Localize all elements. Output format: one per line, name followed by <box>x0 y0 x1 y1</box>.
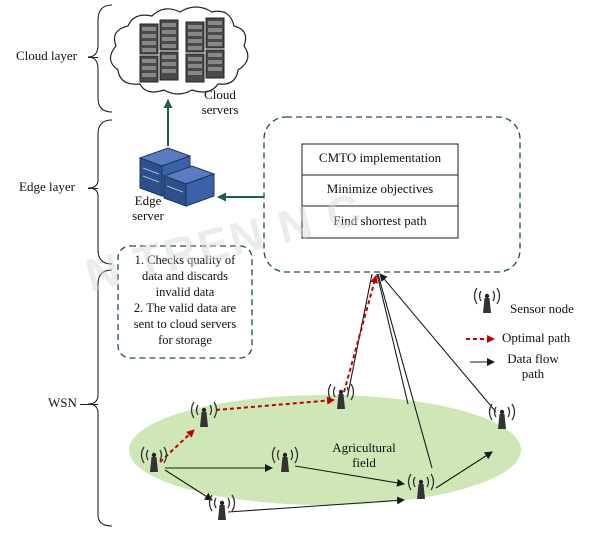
edge-note-text: 1. Checks quality of data and discards i… <box>133 253 237 347</box>
cmto-step-box <box>301 143 459 176</box>
edge-layer-label: Edge layer <box>19 179 75 194</box>
legend-flow-label: Data flow path <box>507 351 559 381</box>
cmto-implementation-label: CMTO implementation <box>318 150 442 165</box>
cloud-layer-tick <box>88 57 98 58</box>
optimal-path <box>159 275 378 463</box>
wsn-layer-brace <box>87 269 113 527</box>
legend-sensor-icon <box>473 287 501 314</box>
edge-server-icon <box>138 147 216 207</box>
cloud-servers-label: Cloud servers <box>201 87 239 117</box>
cloud-servers-icon <box>139 17 225 83</box>
find-shortest-path-label: Find shortest path <box>333 213 427 228</box>
wsn-layer-tick <box>80 404 98 405</box>
edge-server-label: Edge server <box>132 193 164 223</box>
agricultural-field <box>129 395 521 505</box>
cloud-shape <box>109 6 249 95</box>
edge-layer-tick <box>88 188 98 189</box>
wsn-layer-label: WSN <box>48 395 77 410</box>
edge-note-box <box>117 245 253 359</box>
cloud-layer-brace <box>87 4 113 113</box>
minimize-step-box <box>301 174 459 207</box>
data-flow-paths <box>164 273 497 513</box>
legend-optimal-label: Optimal path <box>502 330 571 345</box>
sensor-node-icon <box>208 494 236 521</box>
cloud-layer-label: Cloud layer <box>16 48 78 63</box>
shortest-path-step-box <box>301 205 459 239</box>
agricultural-field-label: Agricultural field <box>332 440 396 470</box>
minimize-objectives-label: Minimize objectives <box>326 181 434 196</box>
legend-sensor-label: Sensor node <box>510 301 574 316</box>
